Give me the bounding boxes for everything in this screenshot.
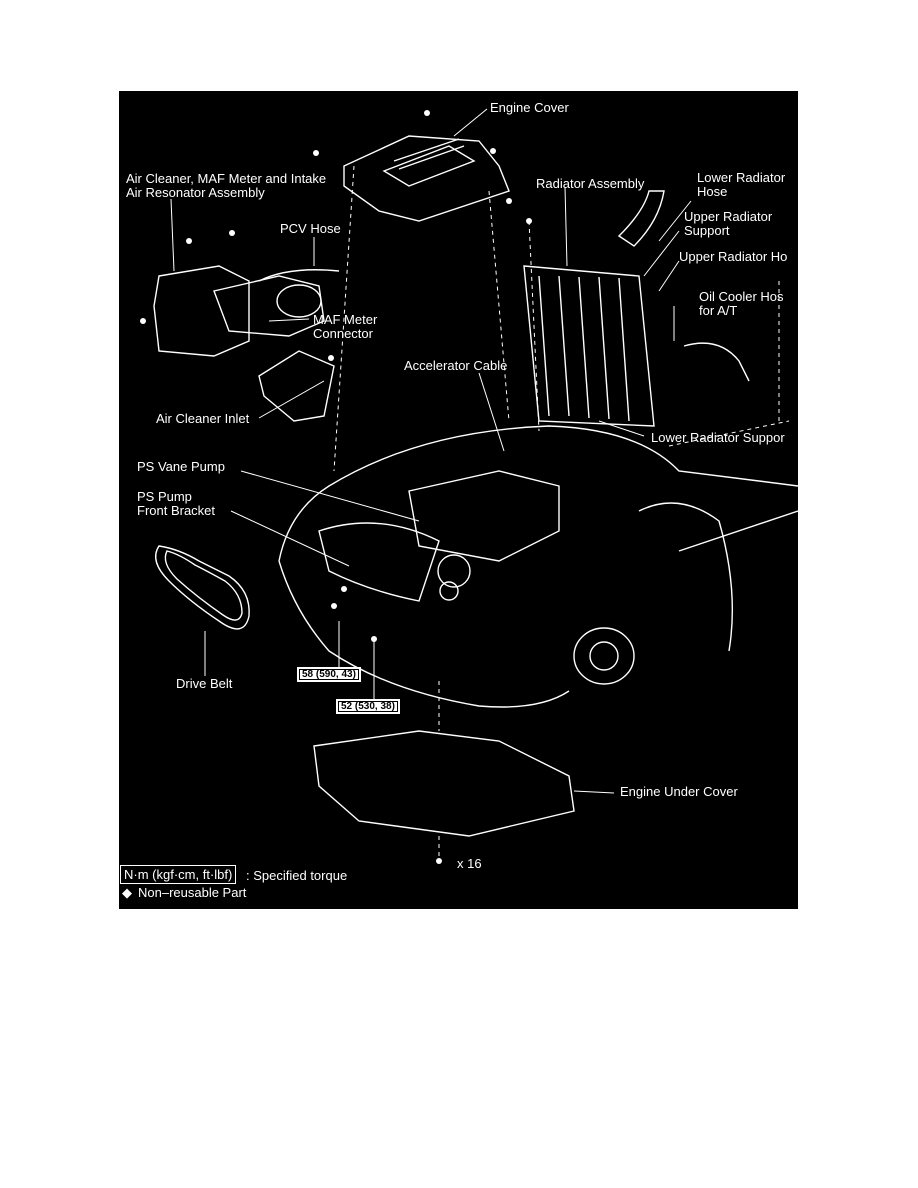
engine-cover-drawing bbox=[343, 135, 510, 222]
legend-torque-unit: N·m (kgf·cm, ft·lbf) bbox=[120, 865, 237, 884]
maf-connector-label-line2: Connector bbox=[313, 326, 373, 341]
upper-radiator-support-label-line2: Support bbox=[684, 223, 730, 238]
engine-block-drawing bbox=[408, 470, 560, 601]
air-cleaner-inlet-label: Air Cleaner Inlet bbox=[156, 411, 250, 426]
air-cleaner-label-line2: Air Resonator Assembly bbox=[126, 185, 265, 200]
lower-radiator-hose-label-line2: Hose bbox=[697, 184, 728, 199]
ps-pump-bracket-label-line1: PS Pump bbox=[137, 489, 192, 504]
upper-radiator-hose-label: Upper Radiator Ho bbox=[679, 249, 788, 264]
air-cleaner-label-line1: Air Cleaner, MAF Meter and Intake bbox=[126, 171, 327, 186]
torque-spec-58: 58 (590, 43) bbox=[297, 667, 361, 682]
engine-under-cover-label: Engine Under Cover bbox=[620, 784, 738, 799]
oil-cooler-hose-label-line2: for A/T bbox=[699, 303, 738, 318]
pcv-hose-label: PCV Hose bbox=[280, 221, 341, 236]
maf-connector-label-line1: MAF Meter bbox=[313, 312, 378, 327]
diagram-artwork bbox=[140, 108, 798, 864]
upper-radiator-support-label-line1: Upper Radiator bbox=[684, 209, 773, 224]
dashed-guides bbox=[333, 165, 790, 861]
air-cleaner-inlet-drawing bbox=[258, 350, 335, 422]
legend-torque-text: : Specified torque bbox=[246, 868, 348, 883]
air-cleaner-drawing bbox=[153, 265, 340, 357]
ps-vane-pump-label: PS Vane Pump bbox=[137, 459, 225, 474]
lower-radiator-hose-drawing bbox=[617, 190, 665, 247]
radiator-assembly-label: Radiator Assembly bbox=[536, 176, 645, 191]
torque-spec-52: 52 (530, 38) bbox=[336, 699, 400, 714]
bolt-count-label: x 16 bbox=[457, 856, 482, 871]
radiator-drawing bbox=[523, 265, 655, 427]
drive-belt-drawing bbox=[155, 545, 250, 630]
engine-under-cover-drawing bbox=[313, 730, 575, 837]
oil-cooler-hose-drawing bbox=[683, 342, 750, 382]
drive-belt-label: Drive Belt bbox=[176, 676, 233, 691]
ps-pump-bracket-label-line2: Front Bracket bbox=[137, 503, 216, 518]
vehicle-body-drawing bbox=[278, 425, 798, 708]
legend-nonreusable-text: Non–reusable Part bbox=[138, 885, 247, 900]
legend-nonreusable-symbol: ◆ bbox=[122, 885, 132, 900]
bolt-markers bbox=[140, 110, 532, 864]
leader-lines bbox=[170, 108, 692, 794]
lower-radiator-hose-label-line1: Lower Radiator bbox=[697, 170, 786, 185]
exploded-view-diagram: Engine Cover Air Cleaner, MAF Meter and … bbox=[119, 91, 798, 909]
oil-cooler-hose-label-line1: Oil Cooler Hos bbox=[699, 289, 784, 304]
lower-radiator-support-label: Lower Radiator Suppor bbox=[651, 430, 785, 445]
accelerator-cable-label: Accelerator Cable bbox=[404, 358, 508, 373]
engine-cover-label: Engine Cover bbox=[490, 100, 569, 115]
